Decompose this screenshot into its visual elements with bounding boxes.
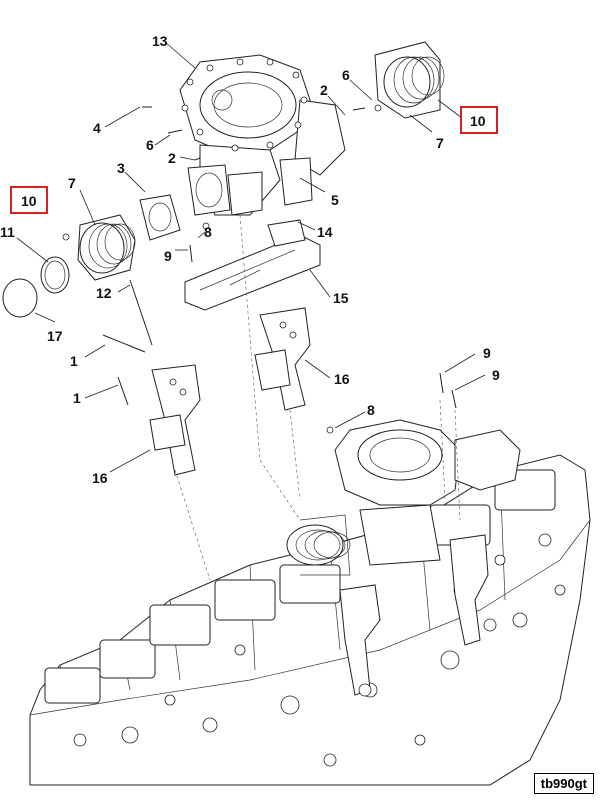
leader-lines (16, 41, 486, 473)
lower-turbo-housing (286, 419, 521, 697)
flange-adapter (187, 164, 231, 216)
callout-10-right: 10 (470, 113, 486, 129)
callout-14: 14 (317, 224, 333, 240)
engine-block (29, 454, 591, 786)
callout-1-lower: 1 (73, 390, 81, 406)
callout-13: 13 (152, 33, 168, 49)
callout-9-upper: 9 (164, 248, 172, 264)
callout-12: 12 (96, 285, 112, 301)
callout-9-right-bottom: 9 (492, 367, 500, 383)
lower-bellows-joint (286, 514, 351, 576)
clamp-part-11 (40, 256, 70, 294)
callout-8-lower: 8 (367, 402, 375, 418)
bracket-part-16-left (149, 364, 201, 476)
callout-15: 15 (333, 290, 349, 306)
callout-17: 17 (47, 328, 63, 344)
callout-5: 5 (331, 192, 339, 208)
callout-10-left: 10 (21, 193, 37, 209)
support-rail-part-15 (184, 234, 321, 311)
callout-16-left: 16 (92, 470, 108, 486)
highlight-box-10-right (460, 106, 498, 134)
highlight-box-10-left (10, 186, 48, 214)
lower-support-brackets (339, 534, 497, 697)
callout-7-left: 7 (68, 175, 76, 191)
callout-7-right: 7 (436, 135, 444, 151)
upper-left-bellows (77, 214, 136, 281)
callout-4: 4 (93, 120, 101, 136)
callout-9-right-top: 9 (483, 345, 491, 361)
callout-8-upper: 8 (204, 224, 212, 240)
bracket-part-16-right (254, 307, 311, 411)
bolts (62, 104, 457, 434)
callout-2-left: 2 (168, 150, 176, 166)
engine-cylinder-heads (44, 469, 556, 704)
assembly-lines (174, 214, 461, 581)
callout-16-right: 16 (334, 371, 350, 387)
o-ring-part-17 (2, 278, 38, 318)
gasket-part-3 (139, 194, 181, 241)
callout-2-top: 2 (320, 82, 328, 98)
callout-11: 11 (0, 224, 15, 240)
drawing-reference-code: tb990gt (533, 773, 594, 794)
callout-6-left: 6 (146, 137, 154, 153)
housing-flange-bolts (181, 58, 308, 152)
callout-3: 3 (117, 160, 125, 176)
callout-labels: 13 6 2 10 4 7 6 2 3 5 10 7 8 14 11 9 12 … (0, 33, 500, 486)
callout-1-upper: 1 (70, 353, 78, 369)
callout-6-top: 6 (342, 67, 350, 83)
upper-right-bellows (374, 41, 445, 119)
mount-part-5 (227, 157, 313, 216)
plate-part-14 (267, 219, 306, 247)
